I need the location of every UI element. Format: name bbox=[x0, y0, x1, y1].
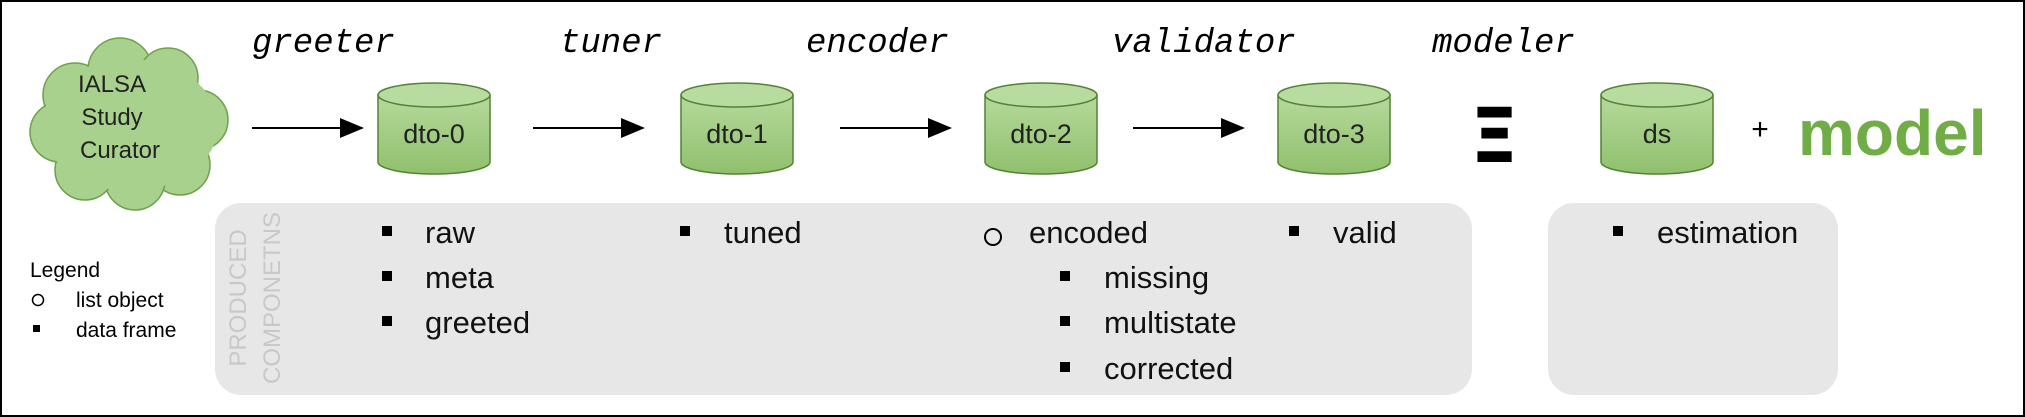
plus-sign: + bbox=[1751, 113, 1769, 146]
step-tuner: tuner bbox=[560, 25, 662, 63]
component-estimation: estimation bbox=[1657, 215, 1798, 250]
legend-title: Legend bbox=[30, 259, 100, 282]
component-meta: meta bbox=[425, 260, 495, 295]
legend-circle-icon bbox=[31, 293, 45, 307]
cylinder-dto-0: dto-0 bbox=[377, 82, 491, 175]
cylinder-ds: ds bbox=[1600, 82, 1714, 175]
bullet-square-icon bbox=[382, 226, 392, 236]
component-raw: raw bbox=[425, 215, 476, 250]
components-panel bbox=[215, 203, 1472, 395]
component-tuned: tuned bbox=[724, 215, 802, 250]
component-corrected: corrected bbox=[1104, 351, 1233, 386]
curator-line-3: Curator bbox=[80, 137, 160, 164]
bullet-square-icon bbox=[680, 226, 690, 236]
components-dto-0: raw meta greeted bbox=[382, 215, 530, 340]
model-word: model bbox=[1798, 97, 1986, 169]
bullet-square-icon bbox=[1289, 226, 1299, 236]
curator-line-1: IALSA bbox=[78, 71, 146, 98]
cylinder-label-dto-2: dto-2 bbox=[1010, 119, 1072, 149]
component-valid: valid bbox=[1333, 215, 1397, 250]
legend-item-data-frame: data frame bbox=[76, 319, 176, 342]
bullet-circle-icon bbox=[984, 228, 1002, 246]
step-modeler: modeler bbox=[1432, 25, 1575, 63]
bullet-square-icon bbox=[382, 271, 392, 281]
ds-components-panel bbox=[1548, 203, 1838, 395]
curator-line-2: Study bbox=[81, 104, 142, 131]
bullet-square-icon bbox=[1613, 226, 1623, 236]
cylinder-label-dto-1: dto-1 bbox=[706, 119, 768, 149]
bullet-square-icon bbox=[382, 316, 392, 326]
step-validator: validator bbox=[1112, 25, 1296, 63]
legend-item-list-object: list object bbox=[76, 289, 164, 312]
bullet-square-icon bbox=[1060, 271, 1070, 281]
cylinder-label-ds: ds bbox=[1643, 119, 1672, 149]
component-encoded: encoded bbox=[1029, 215, 1148, 250]
panel-label-line-2: COMPONETNS bbox=[259, 212, 286, 384]
components-dto-3: valid bbox=[1289, 215, 1397, 250]
component-greeted: greeted bbox=[425, 305, 530, 340]
cylinder-label-dto-3: dto-3 bbox=[1303, 119, 1365, 149]
curator-cloud: IALSA Study Curator bbox=[29, 37, 229, 211]
legend: Legend list object data frame bbox=[30, 259, 176, 342]
cylinder-dto-1: dto-1 bbox=[680, 82, 794, 175]
cylinder-dto-2: dto-2 bbox=[984, 82, 1098, 175]
equivalence-symbol: Ξ bbox=[1470, 91, 1518, 180]
panel-label: PRODUCED COMPONETNS bbox=[225, 212, 286, 384]
legend-square-icon bbox=[33, 325, 40, 332]
cylinder-label-dto-0: dto-0 bbox=[403, 119, 465, 149]
components-ds: estimation bbox=[1613, 215, 1798, 250]
bullet-square-icon bbox=[1060, 362, 1070, 372]
component-missing: missing bbox=[1104, 260, 1209, 295]
step-greeter: greeter bbox=[252, 25, 395, 63]
panel-label-line-1: PRODUCED bbox=[225, 229, 252, 366]
step-encoder: encoder bbox=[806, 25, 949, 63]
components-dto-1: tuned bbox=[680, 215, 802, 250]
component-multistate: multistate bbox=[1104, 305, 1237, 340]
bullet-square-icon bbox=[1060, 316, 1070, 326]
cylinder-dto-3: dto-3 bbox=[1277, 82, 1391, 175]
components-dto-2: encoded missing multistate corrected bbox=[984, 215, 1237, 386]
